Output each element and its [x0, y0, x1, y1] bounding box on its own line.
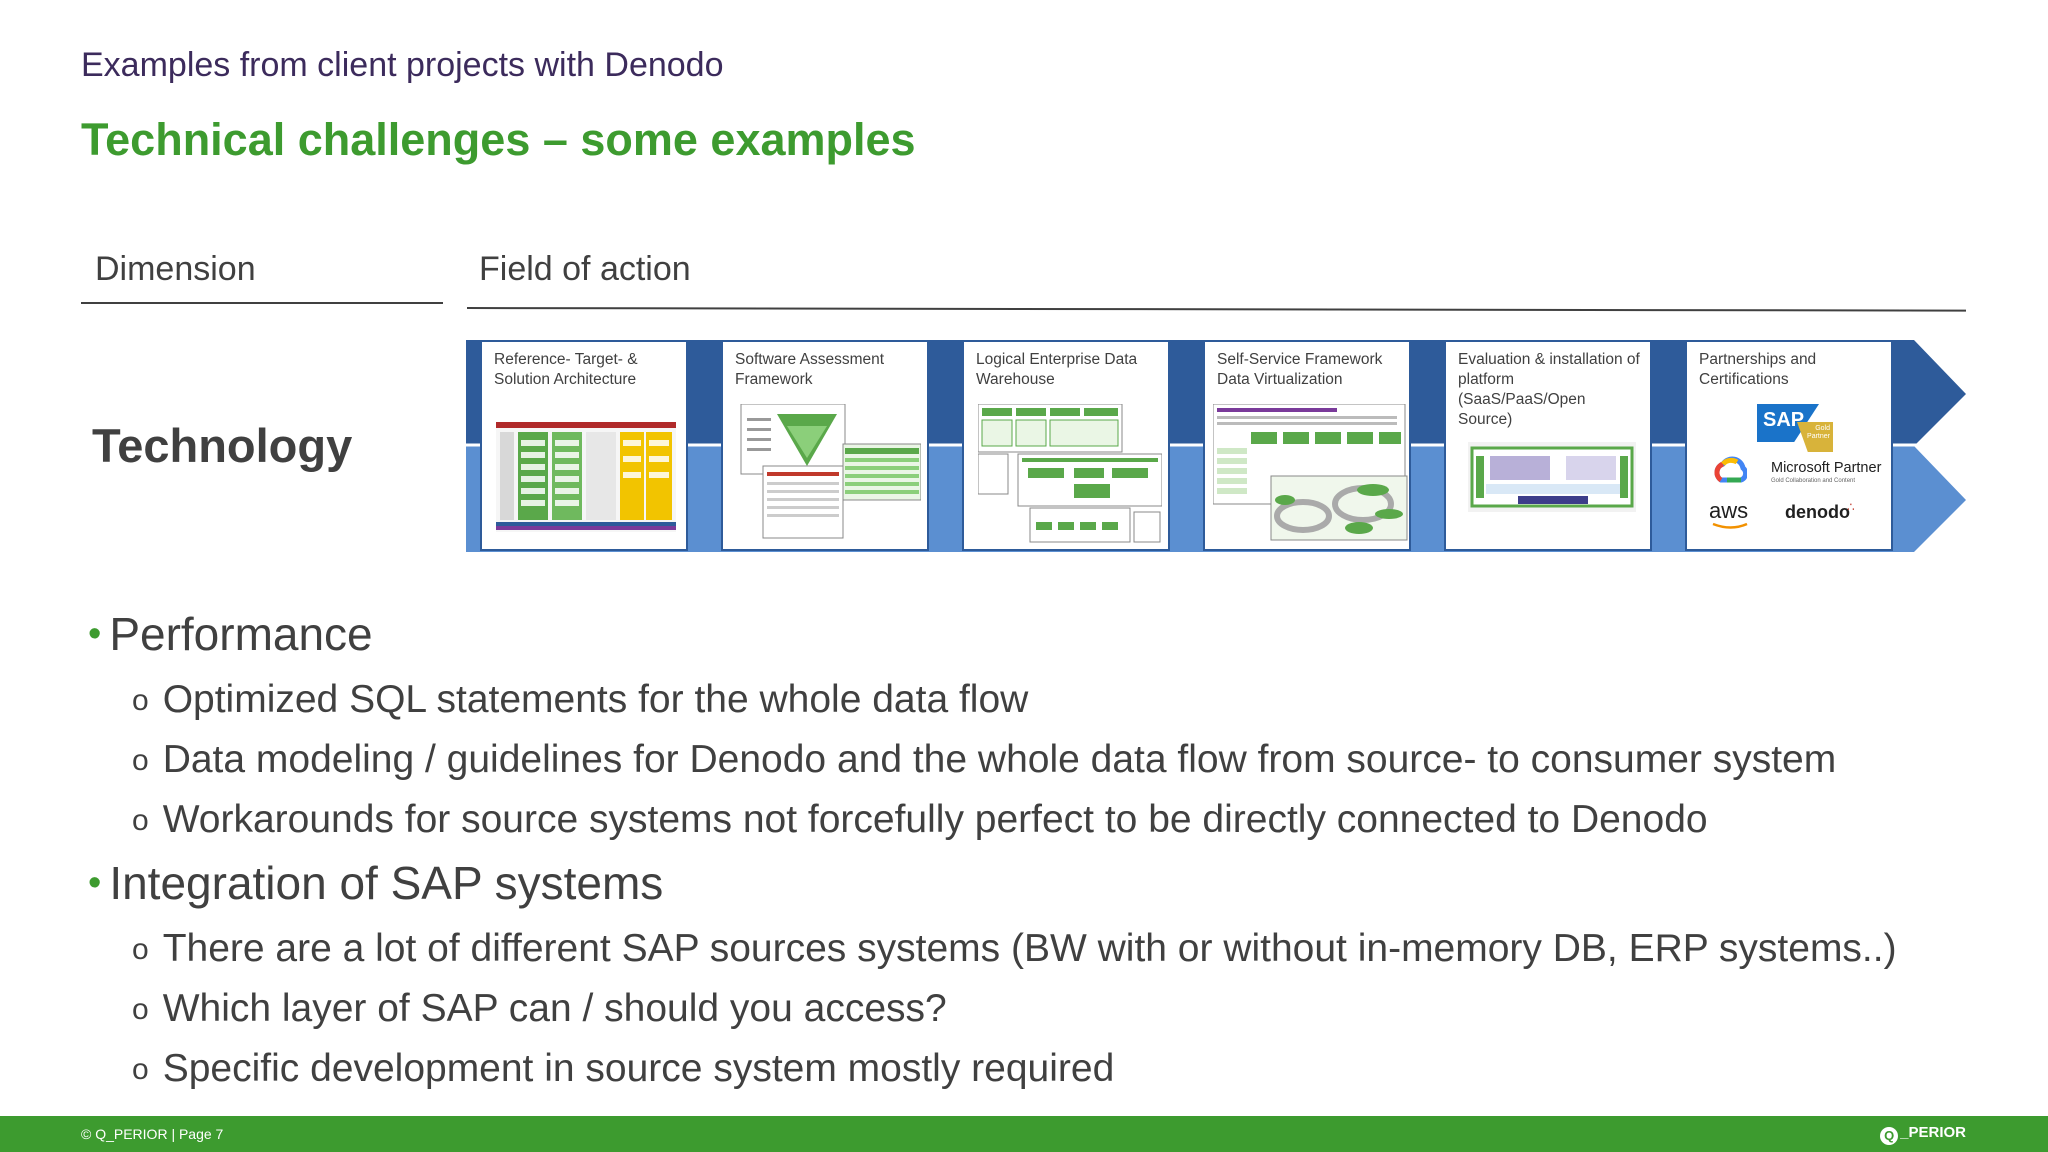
architecture-diagram-thumbnail — [496, 422, 676, 532]
sub-bullet-text: Workarounds for source systems not force… — [162, 798, 1708, 841]
field-of-action-header: Field of action — [479, 250, 691, 288]
footer-brand-text: _PERIOR — [1900, 1124, 1966, 1141]
slide-subtitle: Examples from client projects with Denod… — [81, 46, 724, 84]
sap-gold-badge: Gold Partner — [1797, 422, 1833, 452]
platform-diagram-thumbnail — [1468, 442, 1636, 512]
bullet-performance: •Performance — [88, 607, 373, 661]
field-of-action-underline — [466, 307, 1966, 312]
footer-copyright: © Q_PERIOR | Page 7 — [81, 1126, 224, 1142]
aws-smile-icon — [1712, 522, 1748, 529]
google-cloud-icon — [1714, 456, 1747, 483]
card-reference-architecture: Reference- Target- & Solution Architectu… — [480, 340, 688, 551]
denodo-logo: denodo — [1785, 502, 1850, 522]
card-self-service: Self-Service Framework Data Virtualizati… — [1203, 340, 1411, 551]
sub-bullet-text: Which layer of SAP can / should you acce… — [162, 987, 947, 1030]
bullet-dot-icon: • — [88, 613, 102, 655]
microsoft-partner-text: Microsoft Partner — [1771, 460, 1882, 476]
sub-bullet: o There are a lot of different SAP source… — [132, 927, 1897, 971]
sub-bullet-circle-icon: o — [132, 993, 149, 1026]
edw-diagram-thumbnail — [978, 404, 1162, 543]
aws-logo: aws — [1709, 498, 1749, 523]
card-caption: Logical Enterprise Data Warehouse — [976, 351, 1138, 388]
sub-bullet-circle-icon: o — [132, 744, 149, 777]
card-caption: Partnerships and Certifications — [1699, 351, 1817, 388]
card-caption: Self-Service Framework Data Virtualizati… — [1217, 351, 1383, 388]
card-logical-edw: Logical Enterprise Data Warehouse — [962, 340, 1170, 551]
footer-brand-logo: Q_PERIOR — [1880, 1124, 1966, 1145]
bullet-dot-icon: • — [88, 862, 102, 904]
sub-bullet: o Workarounds for source systems not forc… — [132, 798, 1708, 842]
self-service-diagram-thumbnail — [1213, 404, 1408, 541]
technology-row-label: Technology — [92, 419, 353, 472]
sap-badge-text: Gold Partner — [1807, 425, 1830, 440]
sub-bullet-circle-icon: o — [132, 804, 149, 837]
assessment-funnel-thumbnail — [740, 404, 921, 539]
card-caption: Software Assessment Framework — [735, 351, 885, 388]
sub-bullet-text: Data modeling / guidelines for Denodo an… — [162, 738, 1837, 781]
sub-bullet: o Specific development in source system m… — [132, 1047, 1114, 1091]
dimension-underline — [81, 302, 443, 304]
sub-bullet-circle-icon: o — [132, 933, 149, 966]
denodo-dots-icon: ∴ — [1847, 500, 1855, 514]
bullet-label: Integration of SAP systems — [109, 857, 664, 909]
card-platform-evaluation: Evaluation & installation of platform (S… — [1444, 340, 1652, 551]
sub-bullet-text: Optimized SQL statements for the whole d… — [162, 678, 1029, 721]
card-caption: Reference- Target- & Solution Architectu… — [494, 351, 638, 388]
card-software-assessment: Software Assessment Framework — [721, 340, 929, 551]
sub-bullet: o Which layer of SAP can / should you acc… — [132, 987, 947, 1031]
footer-bar — [0, 1116, 2048, 1152]
sub-bullet: o Data modeling / guidelines for Denodo a… — [132, 738, 1836, 782]
sub-bullet-circle-icon: o — [132, 1053, 149, 1086]
microsoft-partner-subtext: Gold Collaboration and Content — [1771, 478, 1856, 484]
sub-bullet-circle-icon: o — [132, 684, 149, 717]
bullet-sap-integration: •Integration of SAP systems — [88, 856, 663, 910]
sap-logo-text: SAP — [1763, 409, 1805, 431]
slide-title: Technical challenges – some examples — [81, 114, 916, 165]
sub-bullet-text: Specific development in source system mo… — [162, 1047, 1115, 1090]
bullet-label: Performance — [109, 608, 373, 660]
q-perior-logo-icon: Q — [1880, 1127, 1899, 1145]
dimension-header: Dimension — [95, 250, 256, 288]
sub-bullet-text: There are a lot of different SAP sources… — [162, 927, 1897, 970]
sub-bullet: o Optimized SQL statements for the whole … — [132, 678, 1028, 722]
card-partnerships: Partnerships and Certifications SAP Gold… — [1685, 340, 1893, 551]
card-caption: Evaluation & installation of platform (S… — [1458, 351, 1640, 428]
